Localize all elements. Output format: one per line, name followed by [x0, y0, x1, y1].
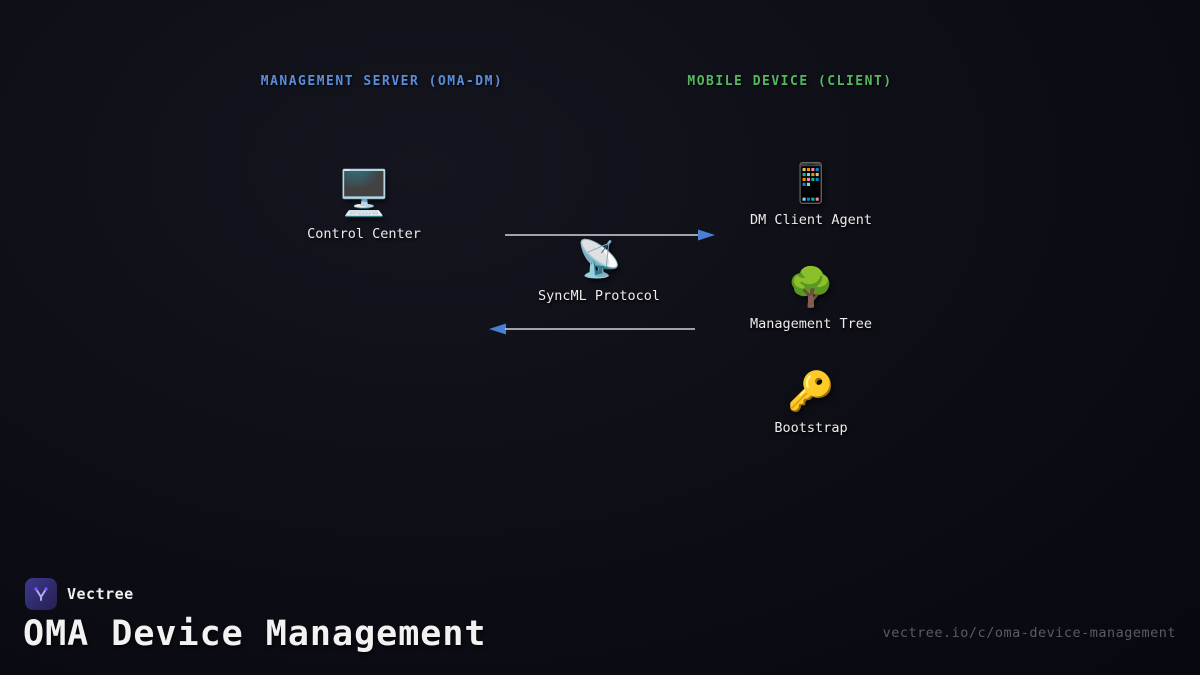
control-center-node: 🖥️ Control Center [307, 168, 421, 243]
syncml-protocol-label: SyncML Protocol [538, 288, 660, 304]
footer-brand-row: Vectree [25, 578, 134, 610]
server-column-header: MANAGEMENT SERVER (OMA-DM) [260, 74, 504, 89]
tree-icon: 🌳 [787, 265, 835, 309]
management-tree-node: 🌳 Management Tree [750, 268, 872, 332]
page-title: OMA Device Management [23, 614, 487, 654]
desktop-computer-icon: 🖥️ [336, 168, 392, 219]
mobile-phone-icon: 📱 [787, 161, 835, 205]
control-center-label: Control Center [307, 226, 421, 242]
vectree-logo-icon [34, 587, 48, 601]
syncml-protocol-node: 📡 SyncML Protocol [538, 239, 660, 305]
dm-client-agent-node: 📱 DM Client Agent [750, 164, 872, 228]
vectree-logo [25, 578, 57, 610]
key-icon: 🔑 [787, 369, 835, 413]
management-tree-label: Management Tree [750, 316, 872, 332]
brand-name: Vectree [67, 585, 134, 603]
client-column-header: MOBILE DEVICE (CLIENT) [687, 74, 893, 89]
server-to-client-arrow [505, 229, 715, 241]
dm-client-agent-label: DM Client Agent [750, 212, 872, 228]
client-to-server-arrow [489, 323, 695, 335]
satellite-antenna-icon: 📡 [576, 239, 622, 280]
bootstrap-node: 🔑 Bootstrap [774, 372, 847, 436]
bootstrap-label: Bootstrap [774, 420, 848, 436]
footer-url: vectree.io/c/oma-device-management [882, 625, 1176, 641]
